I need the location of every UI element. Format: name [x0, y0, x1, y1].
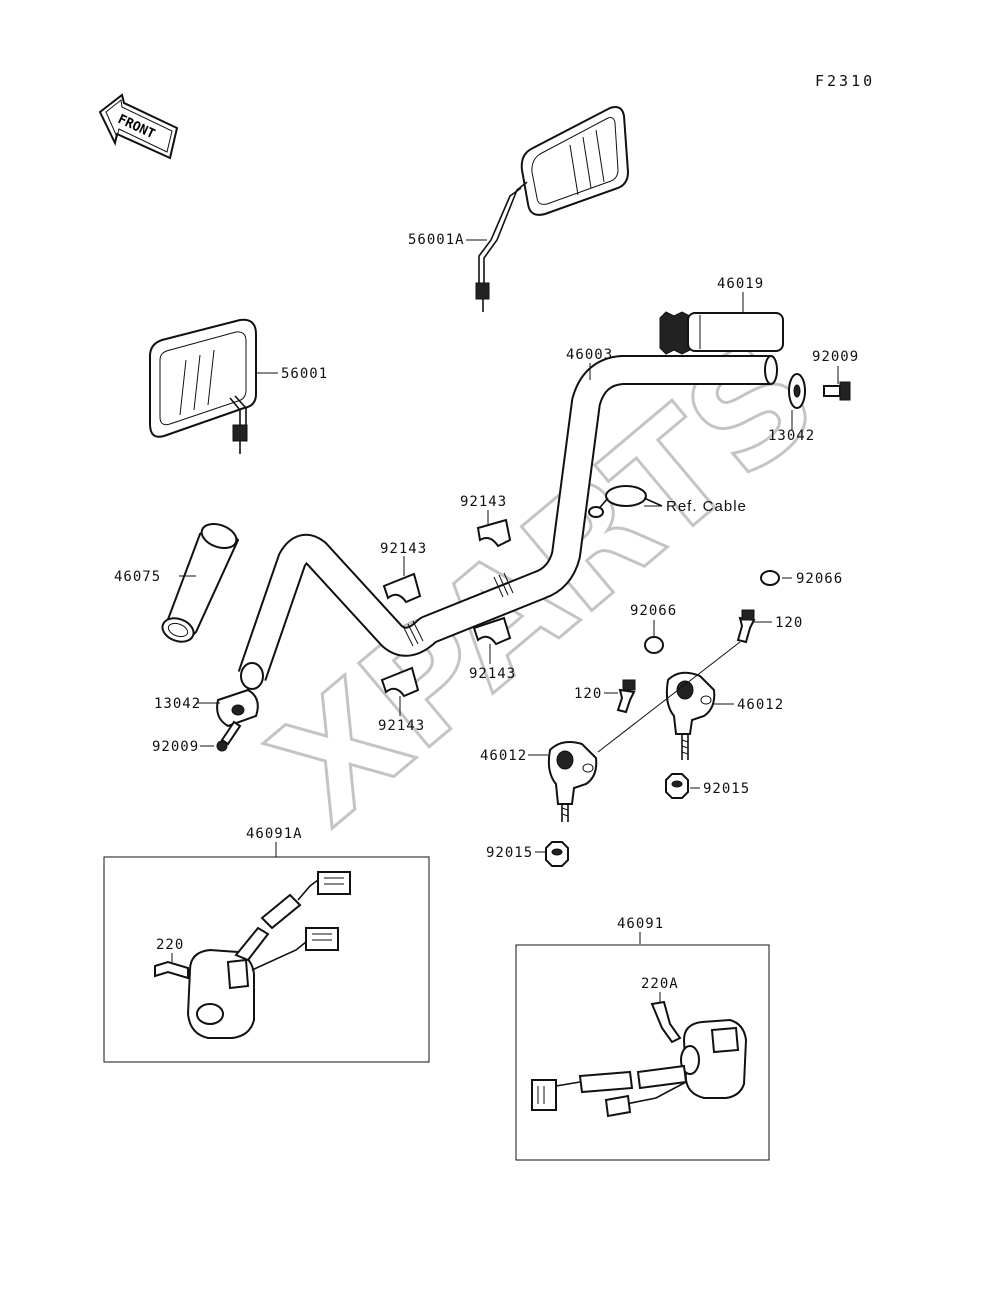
label-nut-left: 92015 [486, 845, 534, 861]
label-grip-left: 46075 [114, 569, 162, 585]
label-holder-left: 46012 [480, 748, 528, 764]
label-handlebar: 46003 [566, 347, 614, 363]
label-damper-upper: 92143 [460, 494, 508, 510]
label-switch-left: 46091A [246, 826, 303, 842]
right-switch-assembly [515, 944, 770, 1161]
label-damper-mid: 92143 [380, 541, 428, 557]
label-bolt-holder-right: 120 [775, 615, 804, 631]
damper-pieces [380, 518, 512, 698]
label-damper-lower: 92143 [378, 718, 426, 734]
front-arrow-icon: FRONT [98, 93, 179, 160]
label-bolt-bar-end-left: 92009 [152, 739, 200, 755]
left-grip [161, 522, 240, 643]
label-weight-left: 13042 [154, 696, 202, 712]
label-switch-right: 46091 [617, 916, 665, 932]
bar-end-left [216, 688, 259, 752]
label-cap-lower: 92066 [630, 603, 678, 619]
label-holder-right: 46012 [737, 697, 785, 713]
label-screw-right: 220A [641, 976, 679, 992]
caps [644, 570, 780, 654]
label-damper-lower-mid: 92143 [469, 666, 517, 682]
label-bolt-bar-end-right: 92009 [812, 349, 860, 365]
label-cap-upper: 92066 [796, 571, 844, 587]
label-mirror-left: 56001 [281, 366, 329, 382]
label-grip-throttle: 46019 [717, 276, 765, 292]
cable-clamp [588, 485, 663, 518]
label-ref-cable: Ref. Cable [666, 498, 747, 515]
handlebar-holders [547, 671, 716, 822]
label-weight-right: 13042 [768, 428, 816, 444]
holder-nuts [545, 773, 689, 867]
mirror-right [475, 106, 630, 312]
bar-end-right [788, 373, 851, 409]
mirror-left [149, 318, 257, 454]
diagram-code: F2310 [815, 72, 876, 90]
label-screw-left: 220 [156, 937, 185, 953]
left-switch-assembly [103, 856, 430, 1063]
label-mirror-right: 56001A [408, 232, 465, 248]
label-nut-right: 92015 [703, 781, 751, 797]
handlebar [237, 355, 778, 690]
holder-bolts [616, 609, 756, 714]
label-bolt-holder-left: 120 [574, 686, 603, 702]
throttle-grip [659, 311, 784, 355]
